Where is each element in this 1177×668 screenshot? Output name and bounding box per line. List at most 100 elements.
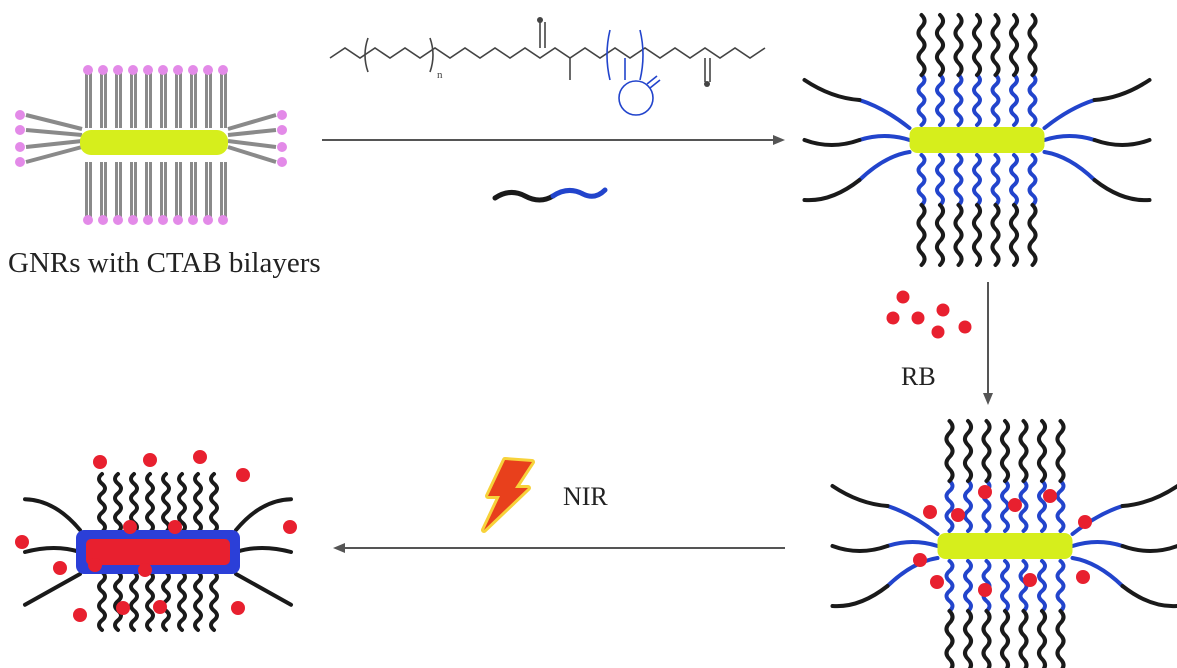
ctab-head xyxy=(203,65,213,75)
peg-chain xyxy=(145,570,155,632)
lightning-bolt-icon xyxy=(481,457,535,533)
peg-chain xyxy=(981,609,992,668)
released-gnr-panel xyxy=(15,450,297,632)
ctab-tail xyxy=(100,162,103,220)
pnipam-chain xyxy=(916,73,927,127)
ctab-head xyxy=(218,65,228,75)
pnipam-chain xyxy=(1037,559,1047,613)
peg-chain xyxy=(234,572,293,607)
peg-chain xyxy=(830,584,890,609)
ctab-head xyxy=(83,65,93,75)
rb-dot xyxy=(138,563,152,577)
ctab-head xyxy=(15,125,25,135)
gnr-caption: GNRs with CTAB bilayers xyxy=(8,247,321,279)
ctab-head xyxy=(277,157,287,167)
pnipam-chain xyxy=(857,98,912,130)
pnipam-chain xyxy=(963,479,973,533)
peg-chain xyxy=(209,472,219,534)
peg-chain xyxy=(1055,609,1066,668)
rb-dot xyxy=(88,558,102,572)
peg-chain xyxy=(953,13,964,77)
peg-chain xyxy=(953,203,964,267)
rb-dots-legend xyxy=(886,290,972,339)
peg-chain xyxy=(1092,178,1152,203)
peg-chain xyxy=(1037,609,1047,668)
ctab-head xyxy=(158,215,168,225)
rb-dot xyxy=(283,520,297,534)
pnipam-chain xyxy=(1070,540,1125,548)
rb-dot xyxy=(923,505,937,519)
pnipam-chain xyxy=(1027,73,1038,127)
peg-chain xyxy=(963,609,973,668)
ctab-tail xyxy=(104,70,107,128)
peg-chain xyxy=(1000,419,1010,483)
ctab-tail xyxy=(224,70,227,128)
ctab-tail xyxy=(227,145,277,164)
pnipam-chain xyxy=(1055,479,1066,533)
ctab-tail xyxy=(227,128,277,137)
peg-chain xyxy=(129,570,139,632)
rb-dot xyxy=(123,520,137,534)
pnipam-chain xyxy=(1042,98,1097,130)
peg-chain xyxy=(802,78,862,102)
peg-chain xyxy=(981,419,992,483)
ctab-head xyxy=(15,110,25,120)
pnipam-chain xyxy=(953,73,964,127)
peg-chain xyxy=(1120,544,1177,553)
ctab-tail xyxy=(25,128,83,137)
peg-chain xyxy=(113,570,123,632)
ctab-head xyxy=(15,157,25,167)
ctab-tail xyxy=(220,70,223,128)
rb-loaded-core xyxy=(86,539,230,565)
pnipam-chain xyxy=(990,73,1001,127)
ctab-tail xyxy=(89,70,92,128)
gold-nanorod xyxy=(937,533,1073,559)
peg-chain xyxy=(916,203,927,267)
pnipam-chain xyxy=(885,504,940,536)
rb-dot xyxy=(153,600,167,614)
ctab-tail xyxy=(194,70,197,128)
peg-chain xyxy=(23,572,82,607)
peg-chain xyxy=(234,497,293,532)
ctab-head xyxy=(173,65,183,75)
rb-dot xyxy=(1008,498,1022,512)
peg-chain xyxy=(1018,609,1029,668)
pnipam-chain xyxy=(1018,479,1029,533)
pnipam-chain xyxy=(885,540,940,548)
ctab-head xyxy=(158,65,168,75)
ctab-tail xyxy=(134,162,137,220)
rb-dot xyxy=(951,508,965,522)
rb-dot xyxy=(116,601,130,615)
peg-chain xyxy=(23,546,82,554)
pnipam-chain xyxy=(990,153,1001,207)
ctab-head xyxy=(277,142,287,152)
polymer-structure xyxy=(329,17,766,116)
ctab-head xyxy=(98,65,108,75)
peg-chain xyxy=(944,609,955,668)
peg-chain xyxy=(1018,419,1029,483)
peg-chain xyxy=(234,546,293,554)
ctab-tail xyxy=(224,162,227,220)
ctab-head xyxy=(143,215,153,225)
rb-dot xyxy=(1078,515,1092,529)
ctab-tail xyxy=(227,139,277,149)
ctab-tail xyxy=(164,70,167,128)
pnipam-chain xyxy=(857,134,912,142)
ctab-tail xyxy=(179,162,182,220)
ctab-tail xyxy=(85,70,88,128)
peg-chain xyxy=(1027,203,1038,267)
rb-dot xyxy=(886,311,900,325)
rb-dot xyxy=(168,520,182,534)
ctab-tail xyxy=(25,139,83,149)
pnipam-chain xyxy=(944,559,955,613)
peg-chain xyxy=(97,570,107,632)
peg-chain xyxy=(161,472,171,534)
peg-chain xyxy=(1092,138,1152,147)
peg-chain xyxy=(935,13,945,77)
subscript-n: n xyxy=(437,69,443,81)
ctab-tail xyxy=(175,162,178,220)
peg-chain xyxy=(944,419,955,483)
ctab-tail xyxy=(115,162,118,220)
peg-chain xyxy=(830,544,890,553)
pnipam-chain xyxy=(857,150,912,182)
